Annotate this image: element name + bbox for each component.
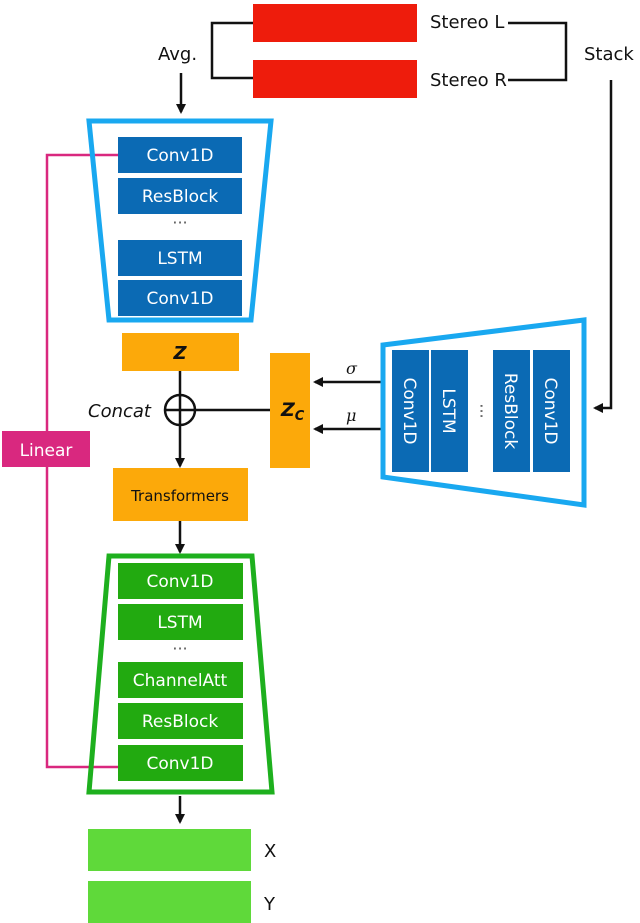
cond-block-2-label: LSTM xyxy=(438,388,458,433)
cond-encoder-frame xyxy=(380,317,587,508)
concat-label: Concat xyxy=(88,401,152,422)
encoder-block-3 xyxy=(118,240,242,276)
decoder-block-3-label: ChannelAtt xyxy=(133,671,228,691)
encoder-block-3-label: LSTM xyxy=(157,249,202,269)
cond-block-2 xyxy=(431,350,468,472)
transformers-box xyxy=(113,468,248,521)
z-box xyxy=(122,333,239,371)
stereo-r-bar xyxy=(253,60,417,98)
stereo-r-label: Stereo R xyxy=(430,70,507,91)
encoder-block-1-label: Conv1D xyxy=(146,146,213,166)
stereo-l-bar xyxy=(253,4,417,42)
decoder-block-2 xyxy=(118,604,243,640)
cond-block-4-label: Conv1D xyxy=(540,377,560,444)
z-label: Z xyxy=(172,343,187,364)
decoder-block-2-label: LSTM xyxy=(157,613,202,633)
decoder-block-5 xyxy=(118,745,243,781)
decoder-block-1-label: Conv1D xyxy=(146,572,213,592)
cond-block-3-label: ResBlock xyxy=(500,373,520,449)
decoder-block-5-label: Conv1D xyxy=(146,754,213,774)
decoder-block-4-label: ResBlock xyxy=(142,712,218,732)
decoder-block-1 xyxy=(118,563,243,599)
encoder-block-2-label: ResBlock xyxy=(142,187,218,207)
decoder-frame xyxy=(86,553,275,795)
encoder-block-4-label: Conv1D xyxy=(146,289,213,309)
decoder-block-4 xyxy=(118,703,243,739)
cond-block-3 xyxy=(493,350,530,472)
mu-label: μ xyxy=(346,406,356,425)
cond-block-1 xyxy=(392,350,429,472)
stack-arrow xyxy=(593,80,613,413)
linear-box xyxy=(2,431,90,467)
transformers-label: Transformers xyxy=(130,487,229,505)
zc-label: ZC xyxy=(280,399,305,424)
encoder-ellipsis: ··· xyxy=(172,213,187,232)
cond-block-1-label: Conv1D xyxy=(399,377,419,444)
output-y-bar xyxy=(88,881,251,923)
encoder-block-2 xyxy=(118,178,242,214)
zc-box xyxy=(270,353,310,468)
stack-label: Stack xyxy=(584,44,634,65)
decoder-block-3 xyxy=(118,662,243,698)
encoder-block-4 xyxy=(118,280,242,316)
stack-bracket xyxy=(508,21,568,82)
encoder-frame xyxy=(86,118,274,323)
output-x-bar xyxy=(88,829,251,871)
stereo-l-label: Stereo L xyxy=(430,12,504,33)
avg-bracket xyxy=(210,21,253,80)
cond-ellipsis: ··· xyxy=(472,403,491,418)
avg-label: Avg. xyxy=(158,44,197,65)
cond-block-4 xyxy=(533,350,570,472)
output-y-label: Y xyxy=(263,894,276,915)
output-x-label: X xyxy=(264,841,276,862)
linear-label: Linear xyxy=(20,441,73,461)
decoder-ellipsis: ··· xyxy=(172,639,187,658)
sigma-label: σ xyxy=(346,359,358,378)
encoder-block-1 xyxy=(118,137,242,173)
